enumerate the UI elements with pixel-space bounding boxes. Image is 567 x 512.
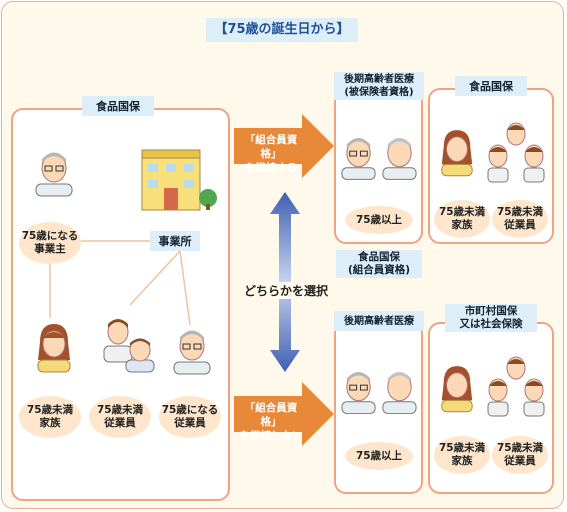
- choose-label: どちらかを選択: [236, 282, 336, 299]
- elderly-couple-icon: [341, 137, 417, 180]
- arrow-continue: [234, 114, 334, 178]
- left-panel-header: 食品国保: [82, 96, 154, 116]
- top-elderly-header: 後期高齢者医療 (被保険者資格): [334, 72, 424, 100]
- bottom-woman-family-icon: [441, 366, 473, 413]
- top-family-oval: 75歳未満 家族: [434, 200, 490, 238]
- young-employees-icon: [103, 319, 155, 373]
- woman-family-icon: [37, 324, 71, 373]
- top-insurance-header: 食品国保: [455, 76, 527, 96]
- page-title: 【75歳の誕生日から】: [206, 18, 358, 42]
- family-oval: 75歳未満 家族: [19, 396, 81, 438]
- bottom-employees-icon: [487, 356, 545, 417]
- company-label: 事業所: [150, 231, 200, 251]
- top-employees-icon: [487, 122, 545, 183]
- bottom-employee-oval: 75歳未満 従業員: [492, 436, 548, 474]
- bottom-elderly-header: 後期高齢者医療: [334, 311, 424, 331]
- elderly-employee-oval: 75歳になる 従業員: [159, 396, 221, 438]
- bottom-elderly-age-oval: 75歳以上: [345, 442, 413, 470]
- bottom-insurance-header: 市町村国保 又は社会保険: [445, 304, 537, 332]
- top-employee-oval: 75歳未満 従業員: [492, 200, 548, 238]
- elderly-owner-icon: [35, 152, 73, 197]
- top-woman-family-icon: [441, 130, 473, 177]
- elderly-employee-icon: [173, 330, 211, 375]
- bottom-family-oval: 75歳未満 家族: [434, 436, 490, 474]
- office-building-icon: [141, 149, 217, 211]
- top-elderly-age-oval: 75歳以上: [345, 206, 413, 234]
- arrow-not-continue: [234, 382, 334, 446]
- member-label: 食品国保 (組合員資格): [336, 250, 422, 278]
- arrow-not-continue-label: 「組合員資格」 を継続しない: [239, 402, 303, 442]
- arrow-continue-label: 「組合員資格」 を継続する: [244, 134, 298, 174]
- owner-oval: 75歳になる 事業主: [19, 222, 81, 264]
- young-employee-oval: 75歳未満 従業員: [89, 396, 151, 438]
- bottom-elderly-couple-icon: [341, 371, 417, 414]
